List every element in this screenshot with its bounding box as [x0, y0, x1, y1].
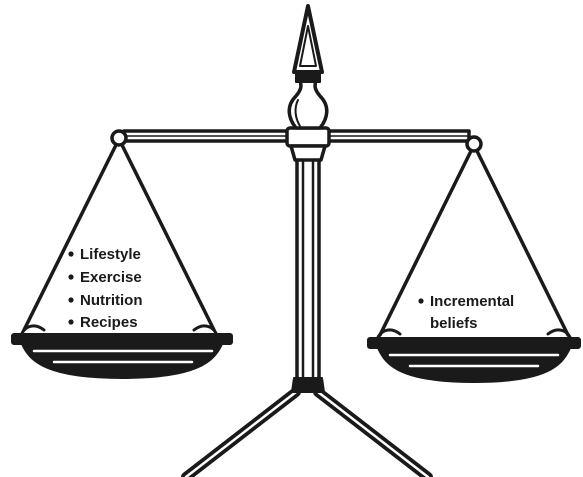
bullet-icon	[68, 319, 74, 325]
scale-finial-urn-shade	[294, 99, 301, 127]
left-chain-right	[120, 143, 216, 332]
scale-finial-urn	[287, 79, 329, 130]
left-pan-rim	[11, 333, 233, 345]
scale-base-left-leg-inner	[184, 390, 298, 477]
scale-finial-spear	[292, 4, 324, 74]
scale-finial-collar	[295, 73, 321, 83]
bullet-icon	[68, 297, 74, 303]
scale-base-right-leg-inner	[316, 390, 430, 477]
right-item-beliefs: beliefs	[430, 315, 478, 332]
scale-post	[295, 156, 321, 382]
scale-post-collar	[291, 377, 325, 393]
scale-pivot-neck	[289, 144, 327, 162]
right-pan-list: Incremental beliefs	[418, 293, 514, 332]
left-pivot-ring	[110, 129, 128, 147]
scale-finial-spear-inner	[299, 25, 317, 67]
right-chain-right	[475, 149, 570, 337]
right-chain-left	[378, 149, 473, 337]
left-item-nutrition: Nutrition	[80, 292, 142, 309]
bullet-icon	[68, 274, 74, 280]
bullet-icon	[68, 251, 74, 257]
left-pan-list: Lifestyle Exercise Nutrition Recipes	[68, 246, 142, 331]
right-pan-rim	[367, 337, 581, 349]
left-item-recipes: Recipes	[80, 314, 138, 331]
left-item-lifestyle: Lifestyle	[80, 246, 141, 263]
left-chain-left	[22, 143, 118, 332]
left-item-exercise: Exercise	[80, 269, 142, 286]
bullet-icon	[418, 298, 424, 304]
scale-pivot-hub	[285, 126, 331, 148]
right-pivot-ring	[465, 135, 483, 153]
right-item-incremental: Incremental	[430, 293, 514, 310]
